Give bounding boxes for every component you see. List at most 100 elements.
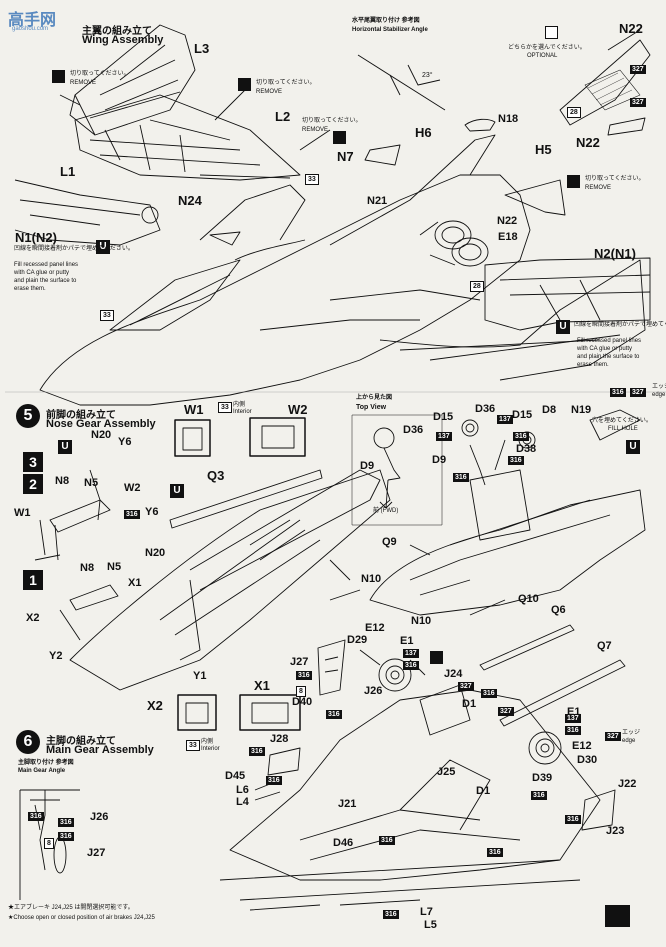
part-Y1: Y1 — [193, 670, 207, 682]
fill-icon: U — [626, 440, 640, 454]
color-tag-327: 327 — [605, 732, 621, 741]
part-D40: D40 — [292, 696, 313, 708]
fillhole-note-jp: 穴を埋めてください。 — [592, 418, 652, 424]
interior-note-en: Interior — [233, 409, 252, 415]
optional-note-jp: どちらかを選んでください。 — [508, 45, 586, 51]
color-tag-137: 137 — [497, 415, 513, 424]
part-J25: J25 — [437, 766, 456, 778]
part-D9: D9 — [432, 454, 447, 466]
part-J27-inset: J27 — [87, 847, 106, 859]
part-X2-door: X2 — [147, 698, 163, 713]
part-E18: E18 — [498, 231, 518, 243]
part-E12b: E12 — [572, 740, 592, 752]
color-tag-316: 316 — [326, 710, 342, 719]
part-L6: L6 — [236, 784, 249, 796]
color-tag-316: 316 — [266, 776, 282, 785]
inset-left — [14, 179, 161, 246]
cut-icon — [605, 905, 630, 927]
step4-title-jp: 主翼の組み立て — [82, 26, 152, 37]
part-D30: D30 — [577, 754, 598, 766]
cut-icon — [238, 78, 251, 91]
color-tag-316: 316 — [383, 910, 399, 919]
part-L4: L4 — [236, 796, 249, 808]
color-tag-137: 137 — [436, 432, 452, 441]
color-tag-8: 8 — [296, 686, 306, 697]
fill-note-en3-right: and plain the surface to — [577, 354, 640, 360]
interior-note-jp: 内側 — [233, 402, 246, 408]
hstab-angle-value: 23° — [422, 72, 433, 79]
part-L1: L1 — [60, 164, 76, 179]
color-tag-33: 33 — [186, 740, 200, 751]
part-N8: N8 — [55, 475, 70, 487]
hstab-note-jp: 水平尾翼取り付け 参考図 — [352, 18, 420, 24]
color-tag-28: 28 — [470, 281, 484, 292]
part-D8: D8 — [542, 404, 557, 416]
part-N24: N24 — [178, 193, 202, 208]
topview-note-jp: 上から見た図 — [356, 395, 393, 401]
fill-note-en4-right: erase them. — [577, 362, 609, 368]
color-tag-327: 327 — [630, 98, 646, 107]
part-H6: H6 — [415, 125, 432, 140]
engine-nozzles — [419, 220, 489, 267]
color-tag-28: 28 — [567, 107, 581, 118]
color-tag-316: 316 — [453, 473, 469, 482]
watermark-sub: gaoshou.com — [12, 26, 49, 32]
part-J27: J27 — [290, 656, 309, 668]
color-tag-316: 316 — [565, 726, 581, 735]
part-Q9: Q9 — [382, 536, 397, 548]
hstab-angle-inset — [357, 54, 446, 111]
cut-icon — [567, 175, 580, 188]
part-L2: L2 — [275, 109, 291, 124]
part-D29: D29 — [347, 634, 368, 646]
color-tag-137: 137 — [403, 649, 419, 658]
step5-number: 5 — [16, 404, 40, 428]
part-L7: L7 — [420, 906, 433, 918]
part-D15: D15 — [433, 411, 454, 423]
part-D38: D38 — [516, 443, 537, 455]
part-Q10: Q10 — [518, 593, 539, 605]
fill-icon: U — [58, 440, 72, 454]
part-D36: D36 — [475, 403, 496, 415]
part-W1: W1 — [14, 507, 31, 519]
cut-icon — [430, 651, 443, 664]
color-tag-316: 316 — [403, 661, 419, 670]
remove-note-en-1: REMOVE — [70, 80, 97, 86]
part-Y6b: Y6 — [145, 506, 159, 518]
fill-note-en2-right: with CA glue or putty — [577, 346, 633, 352]
edge-note-jp: エッジ — [652, 384, 666, 390]
color-tag-316: 316 — [531, 791, 547, 800]
part-N21: N21 — [367, 195, 388, 207]
part-N22-mid: N22 — [576, 135, 600, 150]
part-N20: N20 — [91, 429, 112, 441]
fuselage-top-view — [39, 134, 646, 406]
part-J28: J28 — [270, 733, 289, 745]
maingear-note-jp: 主脚取り付け 参考図 — [18, 760, 74, 766]
color-tag-327: 327 — [630, 388, 646, 397]
fill-note-jp-left: 凹線を瞬間接着剤かパテで埋めてください。 — [14, 246, 134, 252]
topview-note-en: Top View — [356, 404, 387, 411]
fwd-note: 前 (FWD) — [373, 508, 399, 514]
cut-icon — [333, 131, 346, 144]
part-Q3: Q3 — [207, 468, 225, 483]
part-N8b: N8 — [80, 562, 95, 574]
step5-title-en: Nose Gear Assembly — [46, 418, 156, 430]
watermark-logo: 高手网 — [8, 6, 56, 30]
part-D39: D39 — [532, 772, 553, 784]
fill-note-en3-left: and plain the surface to — [14, 278, 77, 284]
color-tag-33: 33 — [305, 174, 319, 185]
step-ref-2: 2 — [23, 474, 43, 494]
part-X1: X1 — [128, 577, 142, 589]
airbrake-note-en: ★Choose open or closed position of air b… — [8, 915, 155, 921]
color-tag-316: 316 — [124, 510, 140, 519]
step5-title-jp: 前脚の組み立て — [46, 410, 116, 421]
color-tag-316: 316 — [58, 818, 74, 827]
fuselage-bottom-view — [369, 469, 646, 616]
color-tag-316: 316 — [28, 812, 44, 821]
main-gear-angle-inset — [19, 789, 80, 900]
nose-gear-bay-fuselage — [69, 469, 391, 691]
part-E12: E12 — [365, 622, 385, 634]
edge-note-en-2: edge — [622, 738, 636, 744]
part-D1b: D1 — [476, 785, 491, 797]
part-N7: N7 — [337, 149, 354, 164]
